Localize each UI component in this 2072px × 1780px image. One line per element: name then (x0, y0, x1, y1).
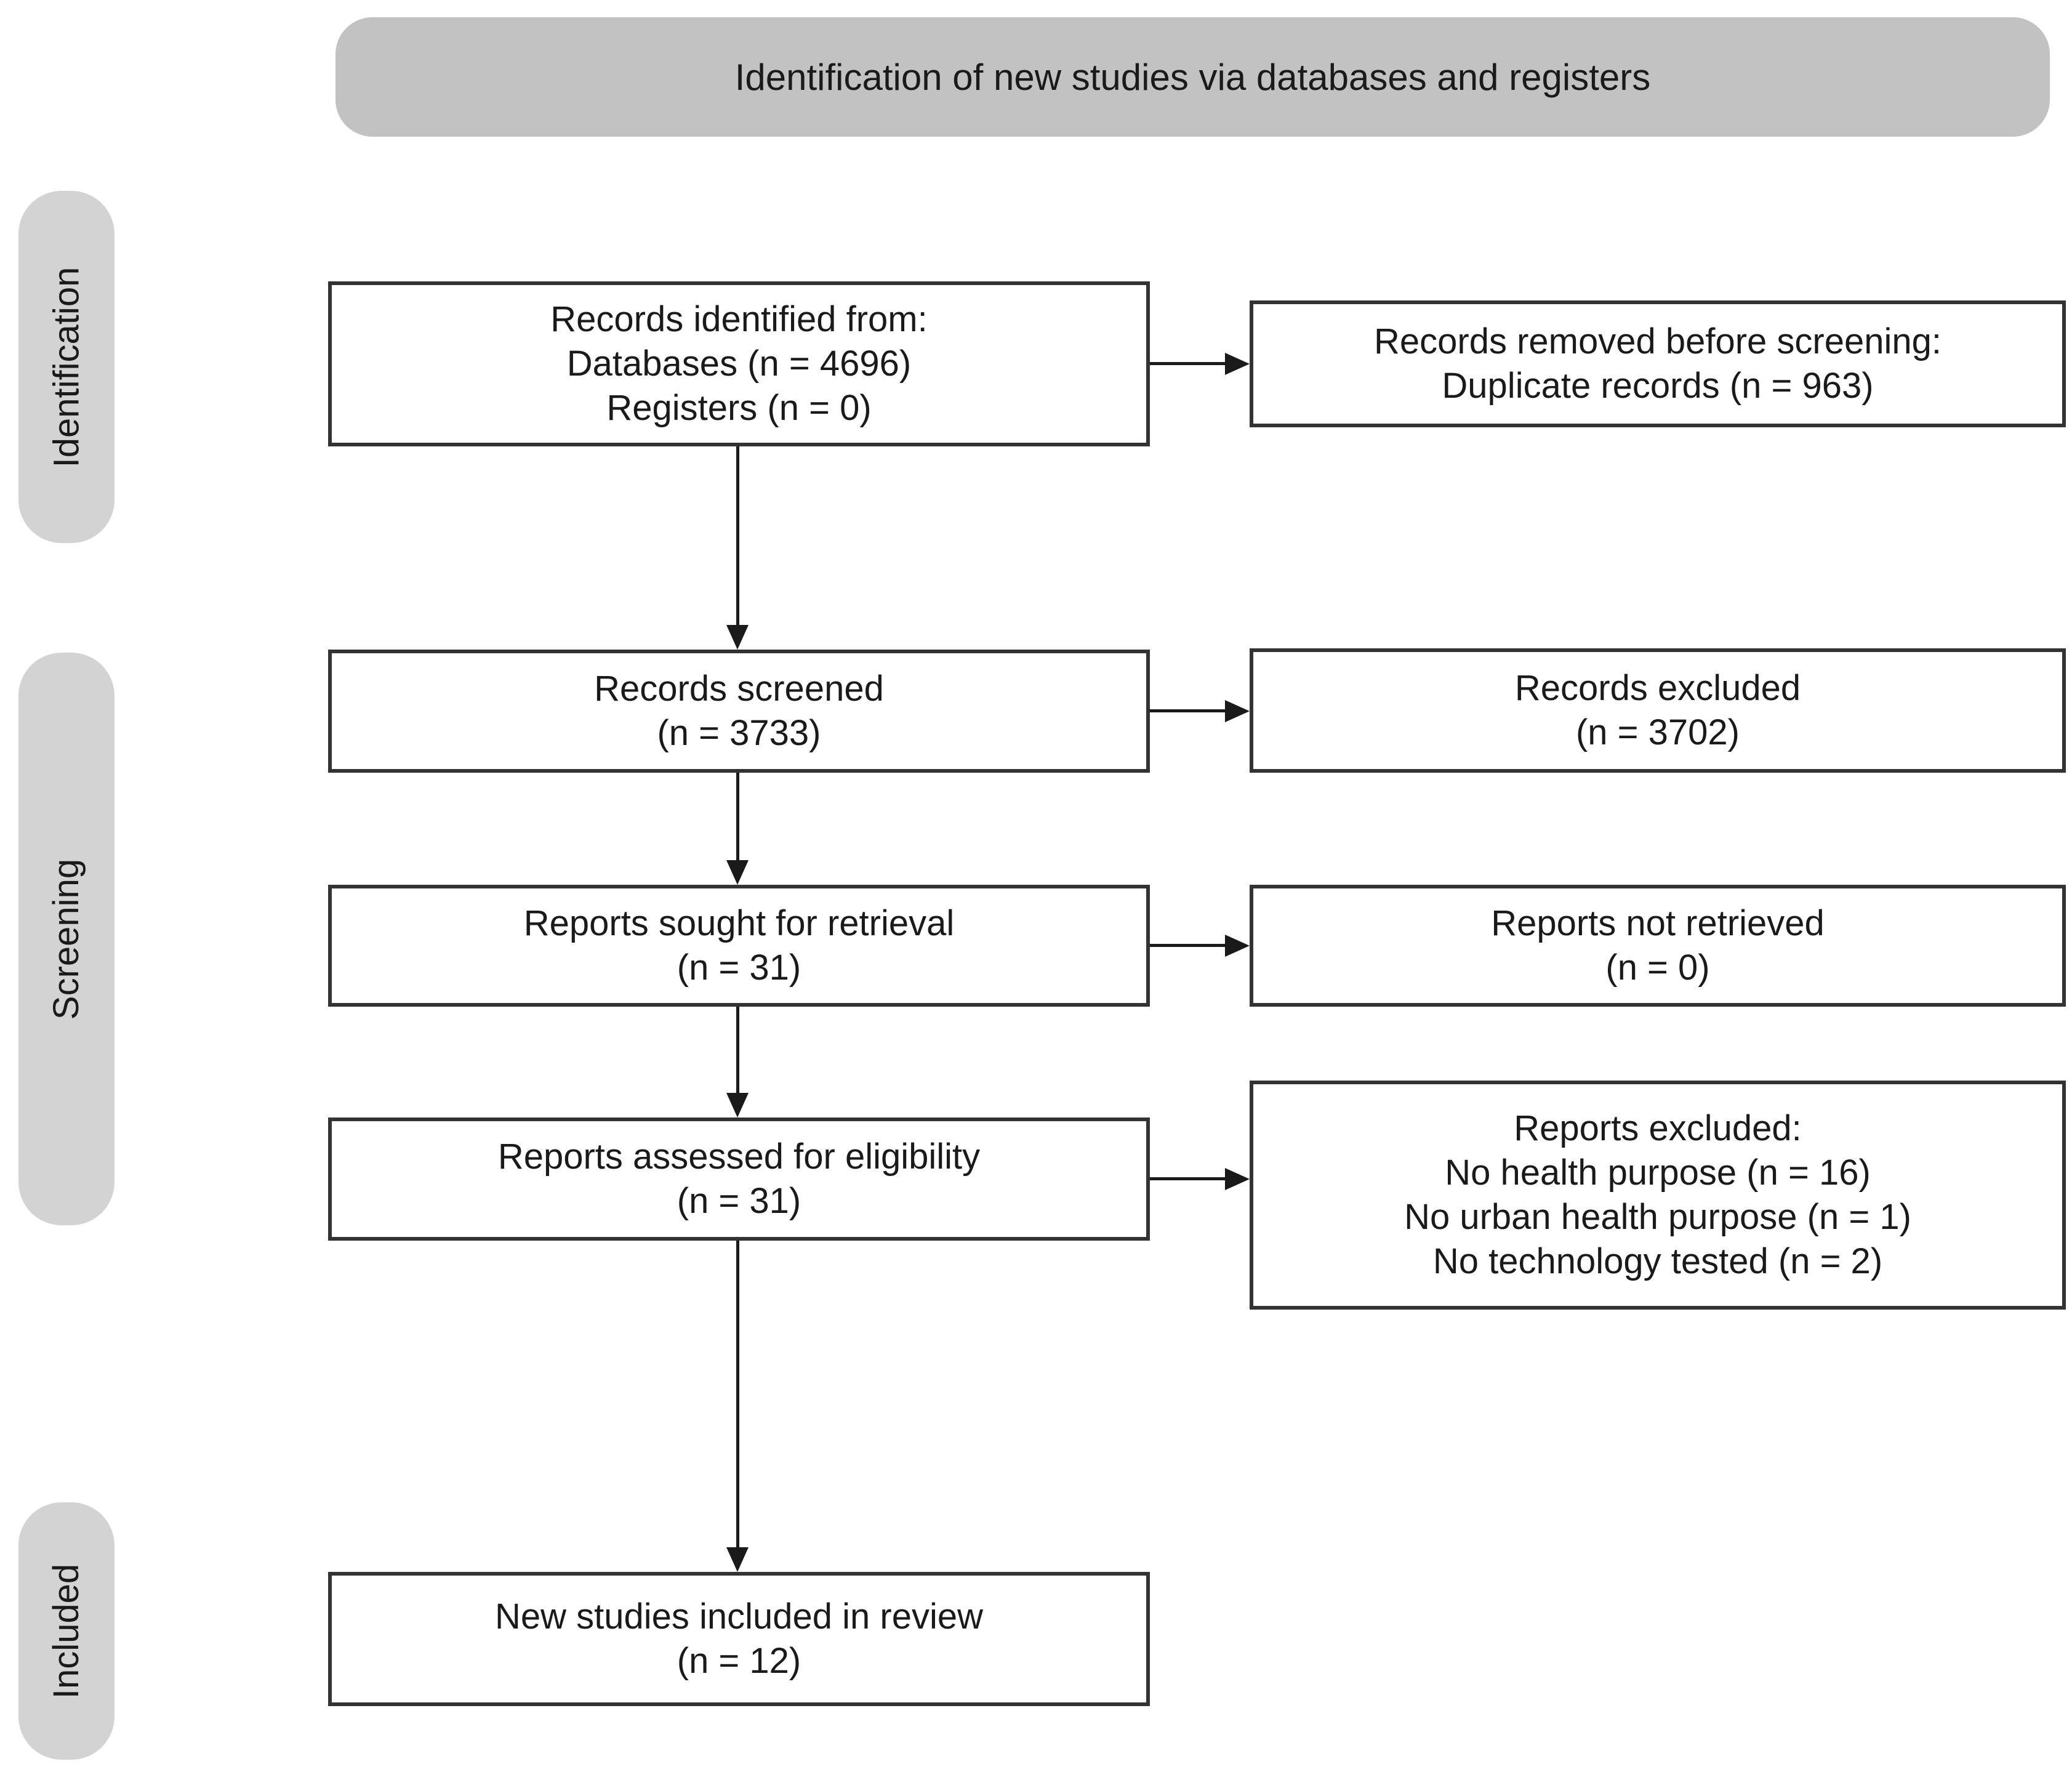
box-reports-excluded-line-2: No health purpose (n = 16) (1445, 1153, 1871, 1193)
box-studies-included-line-2: (n = 12) (677, 1641, 801, 1681)
box-studies-included: New studies included in review (n = 12) (328, 1572, 1150, 1706)
box-reports-excluded: Reports excluded: No health purpose (n =… (1250, 1081, 2066, 1310)
box-records-screened-line-2: (n = 3733) (657, 713, 821, 753)
stage-screening: Screening (18, 653, 114, 1225)
arrow-assessed-to-reports-excluded-head (1225, 1168, 1250, 1190)
box-records-excluded-line-2: (n = 3702) (1575, 712, 1740, 752)
box-reports-sought: Reports sought for retrieval (n = 31) (328, 885, 1150, 1007)
box-records-identified-line-3: Registers (n = 0) (606, 388, 872, 428)
stage-included: Included (18, 1502, 114, 1760)
box-reports-excluded-line-1: Reports excluded: (1514, 1108, 1802, 1148)
arrow-sought-to-assessed-line (736, 1007, 739, 1093)
header-title: Identification of new studies via databa… (734, 56, 1651, 98)
box-reports-assessed-line-2: (n = 31) (677, 1181, 801, 1221)
arrow-identified-to-removed-line (1150, 362, 1225, 365)
box-records-removed-line-1: Records removed before screening: (1373, 321, 1942, 361)
stage-identification: Identification (18, 191, 114, 543)
box-studies-included-line-1: New studies included in review (494, 1597, 984, 1637)
box-records-screened: Records screened (n = 3733) (328, 650, 1150, 773)
arrow-identified-to-screened-head (726, 625, 749, 650)
box-reports-assessed-line-1: Reports assessed for eligibility (497, 1137, 981, 1177)
arrow-identified-to-removed-head (1225, 353, 1250, 375)
header-banner: Identification of new studies via databa… (335, 17, 2050, 137)
arrow-sought-to-not-retrieved-head (1225, 935, 1250, 957)
arrow-assessed-to-reports-excluded-line (1150, 1177, 1225, 1180)
arrow-assessed-to-included-line (736, 1241, 739, 1547)
box-reports-excluded-line-4: No technology tested (n = 2) (1432, 1241, 1883, 1281)
box-reports-sought-line-2: (n = 31) (677, 948, 801, 988)
arrow-identified-to-screened-line (736, 446, 739, 625)
arrow-screened-to-sought-head (726, 860, 749, 885)
box-records-excluded: Records excluded (n = 3702) (1250, 648, 2066, 773)
box-records-removed-line-2: Duplicate records (n = 963) (1442, 366, 1874, 406)
box-reports-sought-line-1: Reports sought for retrieval (523, 903, 955, 943)
arrow-screened-to-sought-line (736, 773, 739, 860)
box-records-identified-line-1: Records identified from: (550, 299, 928, 339)
arrow-screened-to-excluded-line (1150, 709, 1225, 712)
arrow-sought-to-not-retrieved-line (1150, 944, 1225, 947)
arrow-screened-to-excluded-head (1225, 700, 1250, 722)
box-reports-excluded-line-3: No urban health purpose (n = 1) (1404, 1197, 1911, 1237)
stage-screening-label: Screening (46, 858, 87, 1020)
box-records-screened-line-1: Records screened (594, 669, 884, 709)
box-records-removed: Records removed before screening: Duplic… (1250, 300, 2066, 427)
box-reports-not-retrieved-line-2: (n = 0) (1605, 948, 1710, 988)
box-records-excluded-line-1: Records excluded (1514, 668, 1801, 708)
stage-identification-label: Identification (46, 267, 87, 467)
box-reports-not-retrieved-line-1: Reports not retrieved (1491, 903, 1825, 943)
arrow-assessed-to-included-head (726, 1547, 749, 1572)
arrow-sought-to-assessed-head (726, 1093, 749, 1118)
box-reports-assessed: Reports assessed for eligibility (n = 31… (328, 1118, 1150, 1241)
box-records-identified-line-2: Databases (n = 4696) (566, 344, 912, 384)
stage-included-label: Included (46, 1563, 87, 1699)
box-records-identified: Records identified from: Databases (n = … (328, 281, 1150, 446)
box-reports-not-retrieved: Reports not retrieved (n = 0) (1250, 885, 2066, 1007)
